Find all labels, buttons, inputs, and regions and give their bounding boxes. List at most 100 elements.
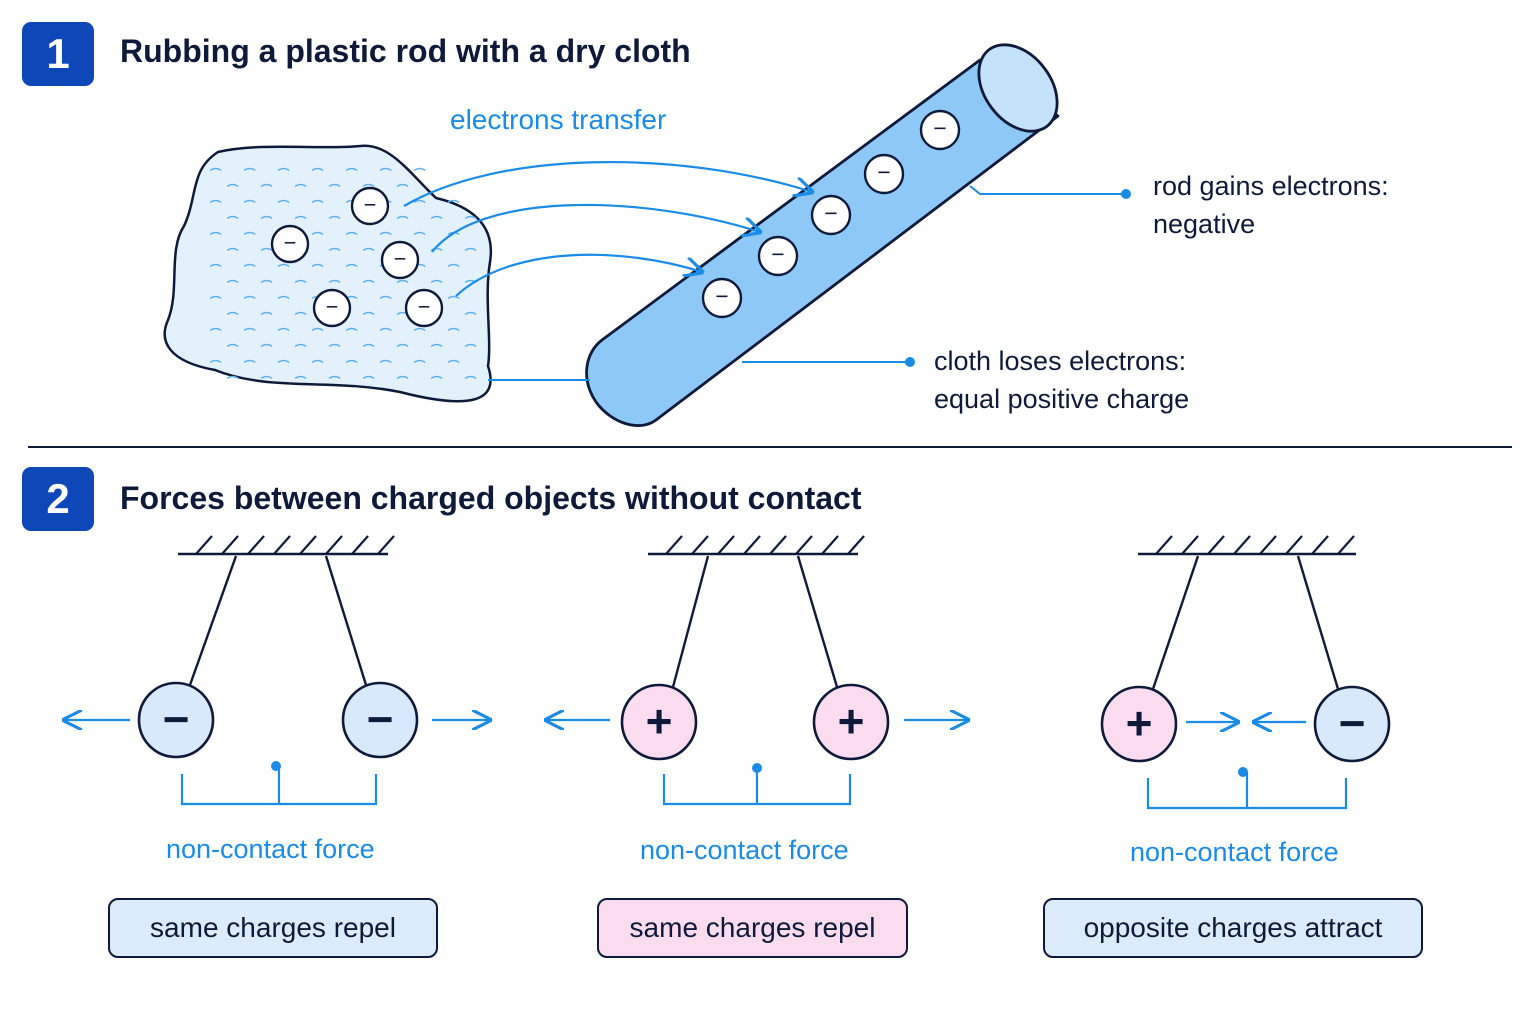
charge-sign: + xyxy=(646,695,673,747)
cloth-texture-mark xyxy=(260,247,273,251)
ball-circle xyxy=(812,683,890,761)
electron-circle xyxy=(810,194,852,236)
positive-charged-ball: + xyxy=(1100,685,1178,763)
section-2-title: Forces between charged objects without c… xyxy=(120,480,862,516)
section-1-number: 1 xyxy=(46,30,70,77)
cloth-texture-mark xyxy=(311,327,324,331)
thread xyxy=(796,555,839,688)
cloth-texture-mark xyxy=(226,343,239,347)
cloth-texture-mark xyxy=(209,167,222,171)
cloth-texture-mark xyxy=(362,343,375,347)
cloth-texture-mark xyxy=(328,247,341,251)
hatch-mark xyxy=(1311,535,1329,555)
cloth-texture-mark xyxy=(226,183,239,187)
section-1-badge: 1 xyxy=(22,22,94,86)
cloth-texture-mark xyxy=(243,167,256,171)
electron-circle xyxy=(701,277,743,319)
cloth-electron: − xyxy=(350,186,390,226)
charge-sign: + xyxy=(1126,697,1153,749)
hatch-mark xyxy=(299,535,317,555)
cloth-texture-mark xyxy=(413,167,426,171)
cloth-texture-mark xyxy=(243,295,256,299)
cloth-texture-mark xyxy=(311,167,324,171)
hatch-mark xyxy=(795,535,813,555)
cloth-texture-mark xyxy=(430,279,443,283)
rod-leader-dot xyxy=(1121,189,1131,199)
result-label-1: same charges repel xyxy=(150,912,396,943)
force-label-2: non-contact force xyxy=(640,835,849,865)
electron-circle xyxy=(919,109,961,151)
section-2-badge: 2 xyxy=(22,467,94,531)
cloth-texture-mark xyxy=(447,327,460,331)
electron-symbol: − xyxy=(771,241,784,267)
hatch-mark xyxy=(1207,535,1225,555)
section-divider xyxy=(28,446,1512,448)
rod-body xyxy=(585,58,1060,427)
cloth-texture-mark xyxy=(379,231,392,235)
support-hatching xyxy=(1155,535,1355,555)
cloth-texture-mark xyxy=(277,167,290,171)
cloth-texture-mark xyxy=(345,359,358,363)
section-2-number: 2 xyxy=(46,475,70,522)
rod-label-line2: negative xyxy=(1153,209,1256,239)
cloth-texture-mark xyxy=(447,359,460,363)
cloth-texture-mark xyxy=(277,359,290,363)
cloth-texture-mark xyxy=(362,183,375,187)
cloth-texture-mark xyxy=(243,327,256,331)
cloth-texture-mark xyxy=(243,263,256,267)
cloth-texture-mark xyxy=(277,327,290,331)
cloth-texture-mark xyxy=(260,215,273,219)
cloth-texture-mark xyxy=(396,375,409,379)
cloth-texture-mark xyxy=(209,359,222,363)
cloth-texture-mark xyxy=(396,215,409,219)
cloth-texture-mark xyxy=(294,343,307,347)
ball-circle xyxy=(620,683,698,761)
cloth-electrons: −−−−− xyxy=(270,186,444,328)
hatch-mark xyxy=(1337,535,1355,555)
hatch-mark xyxy=(273,535,291,555)
brace-dot xyxy=(752,763,762,773)
cloth-texture-mark xyxy=(328,375,341,379)
cloth-texture-mark xyxy=(294,311,307,315)
transfer-arrow-2 xyxy=(431,203,760,253)
cloth-texture-mark xyxy=(260,343,273,347)
cloth-texture-mark xyxy=(226,279,239,283)
electron-symbol: − xyxy=(715,283,728,309)
cloth-texture-mark xyxy=(260,375,273,379)
plastic-rod xyxy=(585,43,1060,427)
cloth-texture-mark xyxy=(260,311,273,315)
rod-electron: − xyxy=(810,194,852,236)
cloth-texture-mark xyxy=(345,231,358,235)
brace-dot xyxy=(1238,767,1248,777)
cloth-texture-mark xyxy=(379,359,392,363)
cloth-texture-mark xyxy=(209,327,222,331)
cloth-leader-dot xyxy=(905,357,915,367)
cloth-texture-mark xyxy=(209,199,222,203)
hatch-mark xyxy=(665,535,683,555)
electron-circle xyxy=(312,288,352,328)
hatch-mark xyxy=(247,535,265,555)
result-box-2: same charges repel xyxy=(597,898,908,958)
hatch-mark xyxy=(351,535,369,555)
cloth-shape xyxy=(163,144,493,403)
cloth-texture-mark xyxy=(243,231,256,235)
rod-electron: − xyxy=(701,277,743,319)
result-box-1: same charges repel xyxy=(108,898,438,958)
cloth-texture-mark xyxy=(430,375,443,379)
electron-symbol: − xyxy=(364,192,377,217)
rod-electron: − xyxy=(757,235,799,277)
negative-charged-ball: − xyxy=(1313,685,1391,763)
cloth-texture-mark xyxy=(447,263,460,267)
force-brace xyxy=(1146,772,1348,810)
cloth-texture-mark xyxy=(243,199,256,203)
electron-circle xyxy=(380,240,420,280)
cloth-texture-mark xyxy=(328,343,341,347)
thread xyxy=(324,555,368,686)
cloth-texture-mark xyxy=(226,375,239,379)
hatch-mark xyxy=(821,535,839,555)
cloth-texture-mark xyxy=(447,295,460,299)
cloth-electron: − xyxy=(312,288,352,328)
hatch-mark xyxy=(769,535,787,555)
cloth-texture-mark xyxy=(464,375,477,379)
